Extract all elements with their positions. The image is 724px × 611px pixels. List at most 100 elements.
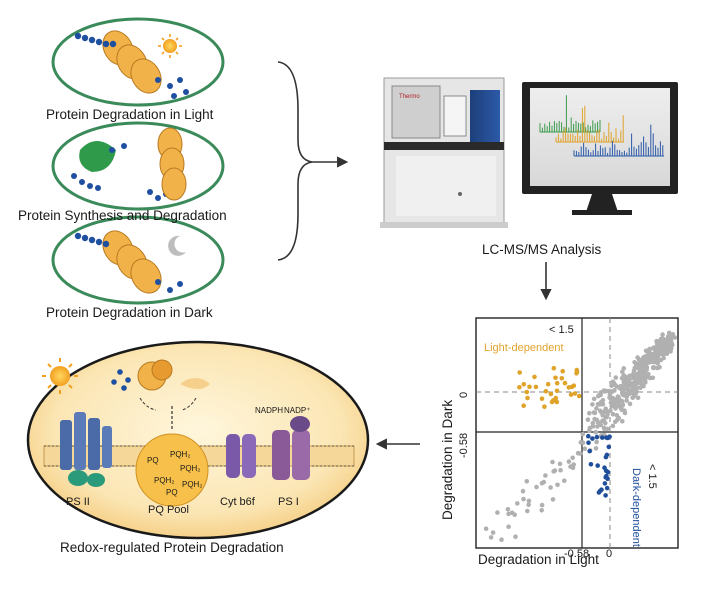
scatter-point bbox=[636, 366, 642, 372]
scatter-point bbox=[635, 371, 640, 377]
scatter-point bbox=[521, 496, 526, 502]
lcms-caption: LC-MS/MS Analysis bbox=[482, 242, 602, 257]
scatter-point bbox=[662, 340, 667, 346]
scatter-point bbox=[651, 365, 656, 370]
light-dependent-point bbox=[543, 389, 549, 394]
dark-dependent-point bbox=[603, 493, 608, 498]
cell-light bbox=[51, 17, 225, 107]
dark-dependent-point bbox=[604, 473, 609, 479]
light-dependent-point bbox=[527, 384, 532, 390]
scatter-point bbox=[619, 398, 625, 404]
nadph-label: NADPH bbox=[255, 406, 284, 415]
dark-dependent-point bbox=[588, 462, 594, 467]
scatter-point bbox=[656, 348, 662, 354]
scatter-point bbox=[509, 510, 515, 516]
scatter-point bbox=[620, 418, 625, 424]
scatter-point bbox=[643, 362, 648, 368]
moon-icon bbox=[168, 235, 186, 256]
chloroplast-caption: Redox-regulated Protein Degradation bbox=[60, 540, 284, 555]
scatter-point bbox=[539, 508, 544, 513]
scatter-point bbox=[558, 467, 563, 473]
scatter-point bbox=[592, 410, 598, 416]
scatter-point bbox=[552, 468, 558, 473]
scatter-point bbox=[669, 340, 674, 346]
scatter-point bbox=[513, 534, 518, 539]
light-dependent-point bbox=[539, 396, 545, 402]
scatter-point bbox=[670, 332, 676, 337]
ribosome-icon bbox=[79, 141, 116, 172]
scatter-ylabel: Degradation in Dark bbox=[440, 399, 455, 520]
proteasome-icon bbox=[102, 230, 162, 294]
scatter-point bbox=[669, 335, 674, 341]
scatter-point bbox=[641, 359, 647, 364]
scatter-point bbox=[620, 369, 625, 375]
pq-label-2: PQ bbox=[166, 488, 178, 497]
light-dependent-point bbox=[576, 393, 582, 399]
scatter-point bbox=[505, 507, 511, 512]
scatter-point bbox=[541, 479, 547, 485]
scatter-point bbox=[600, 398, 606, 403]
scatter-point bbox=[597, 402, 602, 407]
scatter-point bbox=[520, 488, 526, 494]
panel-label-light: Protein Degradation in Light bbox=[46, 107, 214, 122]
peptide-chain-icon bbox=[74, 232, 183, 293]
scatter-point bbox=[637, 360, 642, 365]
scatter-point bbox=[654, 358, 660, 363]
scatter-point bbox=[651, 354, 657, 359]
dark-dependent-label: Dark-dependent bbox=[630, 468, 642, 547]
scatter-point bbox=[566, 459, 572, 464]
scatter-point bbox=[642, 377, 648, 383]
scatter-point bbox=[539, 502, 545, 508]
dark-dependent-point bbox=[586, 440, 591, 446]
scatter-point bbox=[593, 446, 599, 451]
instrument-brand: Thermo bbox=[399, 94, 420, 100]
nadp-label: NADP⁺ bbox=[284, 406, 311, 415]
dark-dependent-point bbox=[595, 463, 600, 468]
scatter-point bbox=[490, 530, 496, 535]
scatter-point bbox=[612, 387, 617, 393]
scatter-point bbox=[641, 368, 647, 374]
dark-dependent-point bbox=[586, 433, 591, 439]
scatter-point bbox=[636, 379, 642, 385]
light-dependent-point bbox=[554, 399, 560, 405]
light-dependent-point bbox=[551, 365, 557, 371]
dark-dependent-point bbox=[600, 435, 605, 440]
scatter-point bbox=[631, 391, 636, 396]
scatter-point bbox=[557, 461, 563, 467]
degradation-scene-icon bbox=[111, 359, 210, 411]
scatter-point bbox=[562, 478, 567, 484]
scatter-point bbox=[597, 420, 602, 426]
scatter-point bbox=[555, 482, 560, 488]
scatter-point bbox=[585, 417, 591, 423]
scatter-point bbox=[534, 484, 539, 490]
light-dependent-point bbox=[521, 382, 527, 387]
scatter-point bbox=[613, 375, 619, 380]
light-dependent-point bbox=[545, 381, 551, 387]
scatter-point bbox=[526, 498, 532, 504]
light-dependent-point bbox=[568, 392, 574, 397]
scatter-point bbox=[613, 406, 618, 411]
light-dependent-point bbox=[517, 385, 522, 390]
scatter-point bbox=[601, 425, 607, 431]
scatter-point bbox=[614, 384, 619, 389]
scatter-point bbox=[591, 396, 597, 402]
scatter-point bbox=[623, 386, 629, 392]
light-dependent-point bbox=[572, 391, 578, 396]
light-dependent-point bbox=[521, 403, 526, 409]
monitor-icon bbox=[522, 82, 678, 215]
light-dependent-point bbox=[571, 383, 577, 389]
scatter-point bbox=[628, 382, 634, 387]
scatter-point bbox=[615, 417, 620, 423]
pq-label-1: PQ bbox=[147, 456, 159, 465]
light-dependent-point bbox=[532, 374, 537, 380]
dark-dependent-point bbox=[604, 452, 610, 458]
scatter-point bbox=[582, 446, 588, 452]
pqh2-label-1: PQH₂ bbox=[170, 450, 191, 459]
scatter-point bbox=[506, 524, 511, 530]
scatter-point bbox=[627, 401, 633, 407]
light-dependent-label: Light-dependent bbox=[484, 342, 564, 354]
scatter-point bbox=[571, 462, 576, 467]
light-dependent-point bbox=[542, 404, 547, 410]
peptide-chain-icon bbox=[74, 32, 189, 99]
